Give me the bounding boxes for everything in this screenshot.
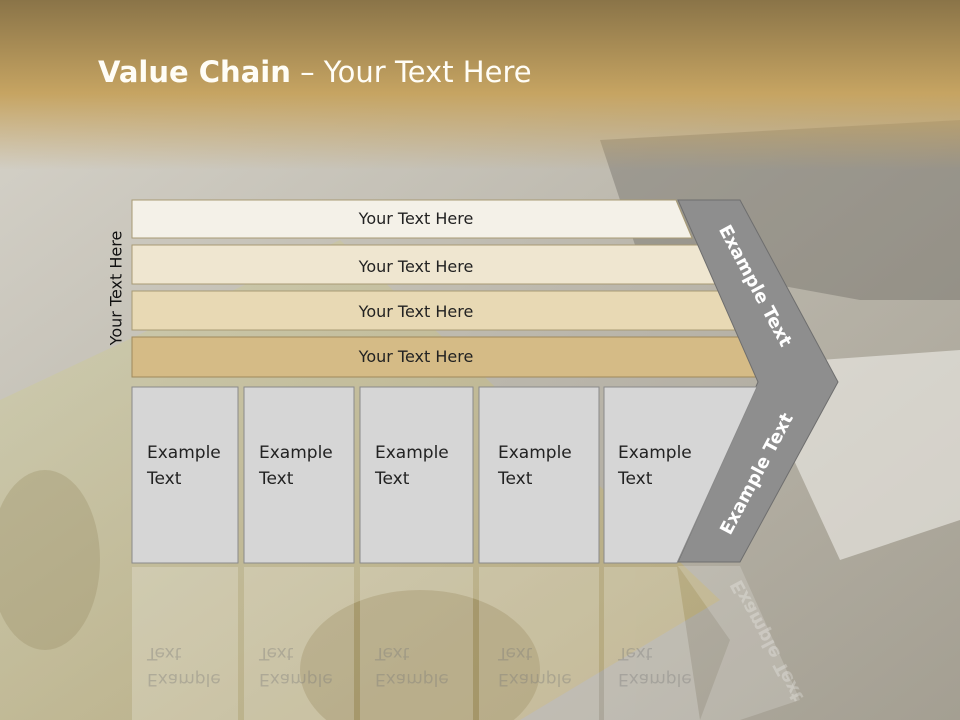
box-5-reflect-line1: Example: [618, 669, 692, 689]
box-4-reflection: Example Text: [498, 640, 598, 692]
bar-1[interactable]: [131, 199, 693, 239]
box-3-reflect-line2: Text: [375, 643, 410, 663]
box-2-reflect-line2: Text: [259, 643, 294, 663]
box-3-reflection: Example Text: [375, 640, 475, 692]
box-2-reflection: Example Text: [259, 640, 359, 692]
box-1-reflect-line1: Example: [147, 669, 221, 689]
box-1-line2: Text: [147, 469, 182, 489]
box-4-line2: Text: [498, 469, 533, 489]
box-3-reflect-line1: Example: [375, 669, 449, 689]
box-2-reflect-line1: Example: [259, 669, 333, 689]
slide-title: Value Chain – Your Text Here: [98, 55, 532, 89]
box-2-line1: Example: [259, 443, 333, 463]
box-4[interactable]: [478, 386, 600, 564]
box-3[interactable]: [359, 386, 474, 564]
box-4-line1: Example: [498, 443, 572, 463]
box-1-reflection: Example Text: [147, 640, 247, 692]
chevron-reflection: [678, 566, 800, 720]
box-1-reflect-line2: Text: [147, 643, 182, 663]
box-3-line1: Example: [375, 443, 449, 463]
chevron-arrow[interactable]: [677, 199, 839, 563]
box-1-line1: Example: [147, 443, 221, 463]
title-rest: – Your Text Here: [290, 55, 532, 89]
bar-2-label: Your Text Here: [358, 257, 474, 276]
box-2[interactable]: [243, 386, 355, 564]
title-bold: Value Chain: [98, 55, 291, 89]
box-5[interactable]: [603, 386, 758, 564]
bar-4-label: Your Text Here: [358, 347, 474, 366]
box-5-reflect-line2: Text: [618, 643, 653, 663]
bar-1-label: Your Text Here: [358, 209, 474, 228]
box-5-reflection: Example Text: [618, 640, 718, 692]
box-5-line1: Example: [618, 443, 692, 463]
box-5-line2: Text: [618, 469, 653, 489]
box-2-line2: Text: [259, 469, 294, 489]
box-reflections: [132, 567, 700, 720]
bar-3-label: Your Text Here: [358, 302, 474, 321]
box-4-reflect-line2: Text: [498, 643, 533, 663]
box-4-reflect-line1: Example: [498, 669, 572, 689]
box-3-line2: Text: [375, 469, 410, 489]
box-1[interactable]: [131, 386, 239, 564]
